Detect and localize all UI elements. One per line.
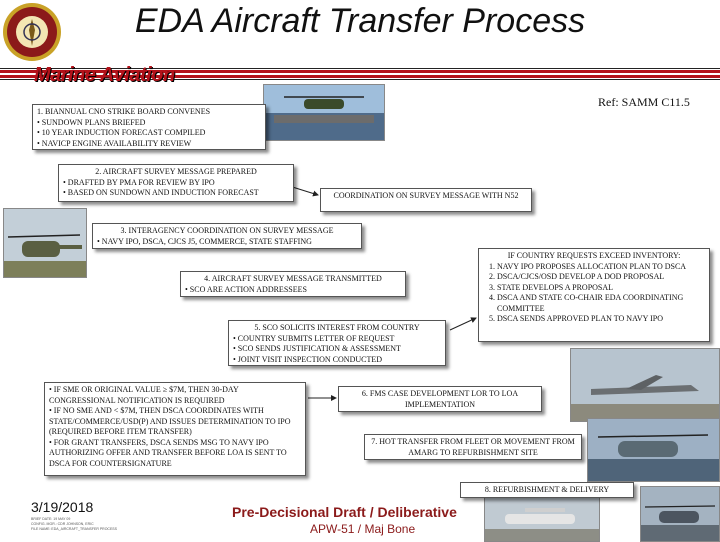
huey-helicopter-photo bbox=[3, 208, 87, 278]
step-1-bullet: • NAVICP ENGINE AVAILABILITY REVIEW bbox=[37, 138, 192, 148]
step-8-box: 8. REFURBISHMENT & DELIVERY bbox=[460, 482, 634, 498]
step-2-bullet: • BASED ON SUNDOWN AND INDUCTION FORECAS… bbox=[63, 188, 259, 197]
sea-king-helicopter-photo bbox=[587, 418, 720, 482]
note-bullet: • IF NO SME AND < $7M, THEN DSCA COORDIN… bbox=[49, 406, 291, 436]
inventory-item: DSCA SENDS APPROVED PLAN TO NAVY IPO bbox=[497, 314, 705, 325]
usmc-seal-logo bbox=[3, 3, 61, 61]
coordination-box: COORDINATION ON SURVEY MESSAGE WITH N52 bbox=[320, 188, 532, 212]
step-7-box: 7. HOT TRANSFER FROM FLEET OR MOVEMENT F… bbox=[364, 434, 582, 460]
marine-aviation-band bbox=[0, 68, 720, 80]
inventory-item: DSCA/CJCS/OSD DEVELOP A DOD PROPOSAL bbox=[497, 272, 705, 283]
reference-label: Ref: SAMM C11.5 bbox=[598, 95, 690, 109]
helicopter-ship-photo bbox=[263, 84, 385, 141]
step-3-bullet: • NAVY IPO, DSCA, CJCS J5, COMMERCE, STA… bbox=[97, 236, 312, 246]
step-1-title: 1. BIANNUAL CNO STRIKE BOARD CONVENES bbox=[37, 107, 211, 116]
coordination-text: COORDINATION ON SURVEY MESSAGE WITH N52 bbox=[333, 191, 519, 200]
step-1-bullet: • 10 YEAR INDUCTION FORECAST COMPILED bbox=[37, 128, 206, 137]
marine-aviation-logo-text: Marine Aviation bbox=[34, 64, 175, 86]
step-5-title: 5. SCO SOLICITS INTEREST FROM COUNTRY bbox=[254, 323, 420, 332]
step-2-box: 2. AIRCRAFT SURVEY MESSAGE PREPARED • DR… bbox=[58, 164, 294, 202]
classification-marking: Pre-Decisional Draft / Deliberative bbox=[232, 504, 457, 520]
inventory-box: IF COUNTRY REQUESTS EXCEED INVENTORY: NA… bbox=[478, 248, 710, 342]
step-4-bullet: • SCO ARE ACTION ADDRESSEES bbox=[185, 284, 307, 294]
author-label: APW-51 / Maj Bone bbox=[310, 522, 416, 536]
step-8-text: 8. REFURBISHMENT & DELIVERY bbox=[484, 485, 610, 494]
step-7-text: 7. HOT TRANSFER FROM FLEET OR MOVEMENT F… bbox=[371, 437, 575, 457]
note-bullet: • FOR GRANT TRANSFERS, DSCA SENDS MSG TO… bbox=[49, 437, 287, 468]
seahawk-helicopter-photo bbox=[640, 486, 720, 542]
brief-info-line: CONFIG. MGR.: CDR JOHNSON, ERIC bbox=[31, 522, 94, 526]
step-2-bullet: • DRAFTED BY PMA FOR REVIEW BY IPO bbox=[63, 177, 215, 187]
inventory-item: DSCA AND STATE CO-CHAIR EDA COORDINATING… bbox=[497, 293, 705, 314]
step-5-bullet: • JOINT VISIT INSPECTION CONDUCTED bbox=[233, 354, 383, 364]
step-4-title: 4. AIRCRAFT SURVEY MESSAGE TRANSMITTED bbox=[204, 274, 382, 283]
note-bullet: • IF SME OR ORIGINAL VALUE ≥ $7M, THEN 3… bbox=[49, 385, 239, 405]
footer-brief-info: BRIEF DATE: 19 MAY 09 CONFIG. MGR.: CDR … bbox=[31, 517, 117, 532]
step-5-box: 5. SCO SOLICITS INTEREST FROM COUNTRY • … bbox=[228, 320, 446, 366]
step-3-box: 3. INTERAGENCY COORDINATION ON SURVEY ME… bbox=[92, 223, 362, 249]
step-4-box: 4. AIRCRAFT SURVEY MESSAGE TRANSMITTED •… bbox=[180, 271, 406, 297]
footer-date: 3/19/2018 bbox=[31, 499, 94, 515]
inventory-title: IF COUNTRY REQUESTS EXCEED INVENTORY: bbox=[507, 251, 681, 260]
brief-info-line: FILE NAME: EDA_AIRCRAFT_TRANSFER PROCESS bbox=[31, 527, 117, 531]
inventory-item: STATE DEVELOPS A PROPOSAL bbox=[497, 283, 705, 294]
step-1-bullet: • SUNDOWN PLANS BRIEFED bbox=[37, 117, 146, 127]
step-6-text: 6. FMS CASE DEVELOPMENT LOR TO LOA IMPLE… bbox=[361, 389, 519, 409]
inventory-item: NAVY IPO PROPOSES ALLOCATION PLAN TO DSC… bbox=[497, 262, 705, 273]
brief-info-line: BRIEF DATE: 19 MAY 09 bbox=[31, 517, 71, 521]
step-6-box: 6. FMS CASE DEVELOPMENT LOR TO LOA IMPLE… bbox=[338, 386, 542, 412]
jet-aircraft-photo bbox=[570, 348, 720, 422]
page-title: EDA Aircraft Transfer Process bbox=[134, 2, 586, 40]
step-2-title: 2. AIRCRAFT SURVEY MESSAGE PREPARED bbox=[95, 167, 257, 176]
step-5-bullet: • SCO SENDS JUSTIFICATION & ASSESSMENT bbox=[233, 344, 401, 353]
cargo-plane-photo bbox=[484, 495, 600, 542]
step-1-box: 1. BIANNUAL CNO STRIKE BOARD CONVENES • … bbox=[32, 104, 266, 150]
inventory-list: NAVY IPO PROPOSES ALLOCATION PLAN TO DSC… bbox=[483, 262, 705, 325]
step-3-title: 3. INTERAGENCY COORDINATION ON SURVEY ME… bbox=[120, 226, 334, 235]
step-5-bullet: • COUNTRY SUBMITS LETTER OF REQUEST bbox=[233, 333, 395, 343]
notification-notes-box: • IF SME OR ORIGINAL VALUE ≥ $7M, THEN 3… bbox=[44, 382, 306, 476]
